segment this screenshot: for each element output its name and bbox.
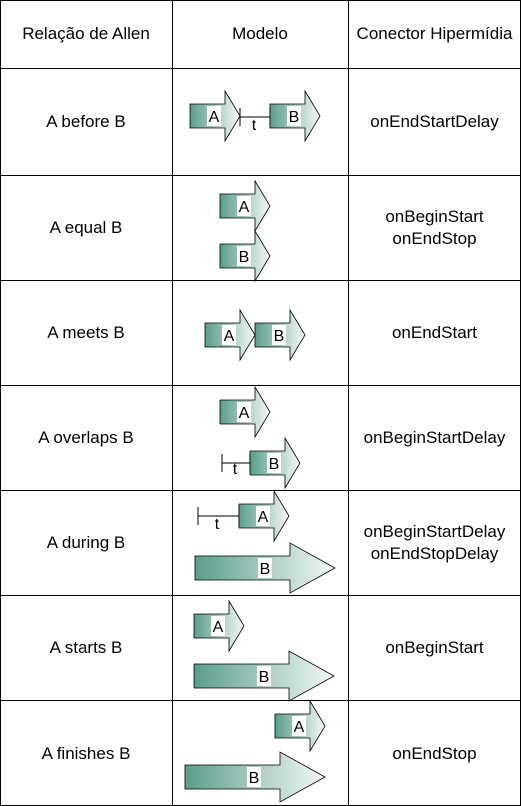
arrow-label: A xyxy=(258,509,269,526)
connector-starts: onBeginStart xyxy=(348,596,521,700)
arrow-b-before: B xyxy=(269,89,321,143)
relation-finishes: A finishes B xyxy=(41,743,131,763)
header-connector: Conector Hipermídia xyxy=(356,24,513,43)
connector-before: onEndStartDelay xyxy=(348,69,521,175)
arrow-b-overlaps: B xyxy=(249,436,301,490)
arrow-label: B xyxy=(239,249,250,266)
header-relation: Relação de Allen xyxy=(22,24,150,43)
arrow-b-starts: B xyxy=(193,650,335,702)
arrow-label: B xyxy=(269,456,280,473)
connector-meets: onEndStart xyxy=(348,281,521,385)
arrow-a-overlaps: A xyxy=(219,385,271,439)
relation-equal: A equal B xyxy=(49,218,123,237)
connector-text: onBeginStart xyxy=(385,207,484,226)
connector-text: onEndStartDelay xyxy=(370,112,499,131)
connector-overlaps: onBeginStartDelay xyxy=(348,386,521,490)
arrow-label: A xyxy=(294,719,305,736)
connector-text: onBeginStart xyxy=(385,638,484,657)
arrow-a-meets: A xyxy=(204,308,256,362)
connector-text: onBeginStartDelay xyxy=(363,522,506,541)
arrow-label: B xyxy=(274,328,285,345)
relation-during: A during B xyxy=(46,533,126,552)
arrow-label: A xyxy=(209,109,220,126)
arrow-a-before: A xyxy=(189,89,241,143)
arrow-label: B xyxy=(249,770,260,787)
relation-starts: A starts B xyxy=(49,638,123,657)
arrow-label: B xyxy=(289,109,300,126)
connector-equal: onBeginStart onEndStop xyxy=(348,176,521,280)
connector-text: onEndStopDelay xyxy=(370,544,499,563)
arrow-a-starts: A xyxy=(193,599,245,653)
arrow-b-during: B xyxy=(194,542,336,594)
connector-during: onBeginStartDelay onEndStopDelay xyxy=(348,491,521,595)
arrow-label: A xyxy=(213,619,224,636)
arrow-b-equal: B xyxy=(219,229,271,283)
arrow-b-finishes: B xyxy=(184,751,326,803)
delay-t-during: t xyxy=(197,507,240,533)
connector-text: onEndStart xyxy=(391,323,478,342)
arrow-label: B xyxy=(259,669,270,686)
connector-text: onBeginStartDelay xyxy=(363,428,506,447)
arrow-b-meets: B xyxy=(254,308,306,362)
delay-t-overlaps: t xyxy=(221,454,251,478)
delay-label: t xyxy=(233,461,238,478)
connector-text: onEndStop xyxy=(392,743,477,763)
arrow-a-finishes: A xyxy=(274,699,326,753)
arrow-label: B xyxy=(260,561,271,578)
connector-text: onEndStop xyxy=(392,229,477,248)
arrow-label: A xyxy=(239,405,250,422)
arrow-label: A xyxy=(239,199,250,216)
delay-t-before: t xyxy=(239,108,271,134)
relation-meets: A meets B xyxy=(47,323,125,342)
delay-label: t xyxy=(215,516,220,533)
relation-overlaps: A overlaps B xyxy=(38,428,134,447)
arrow-a-during: A xyxy=(238,489,290,543)
arrow-a-equal: A xyxy=(219,179,271,233)
delay-label: t xyxy=(252,117,257,134)
header-model: Modelo xyxy=(232,24,288,43)
relation-before: A before B xyxy=(46,112,126,131)
arrow-label: A xyxy=(224,328,235,345)
connector-finishes: onEndStop xyxy=(348,701,521,806)
